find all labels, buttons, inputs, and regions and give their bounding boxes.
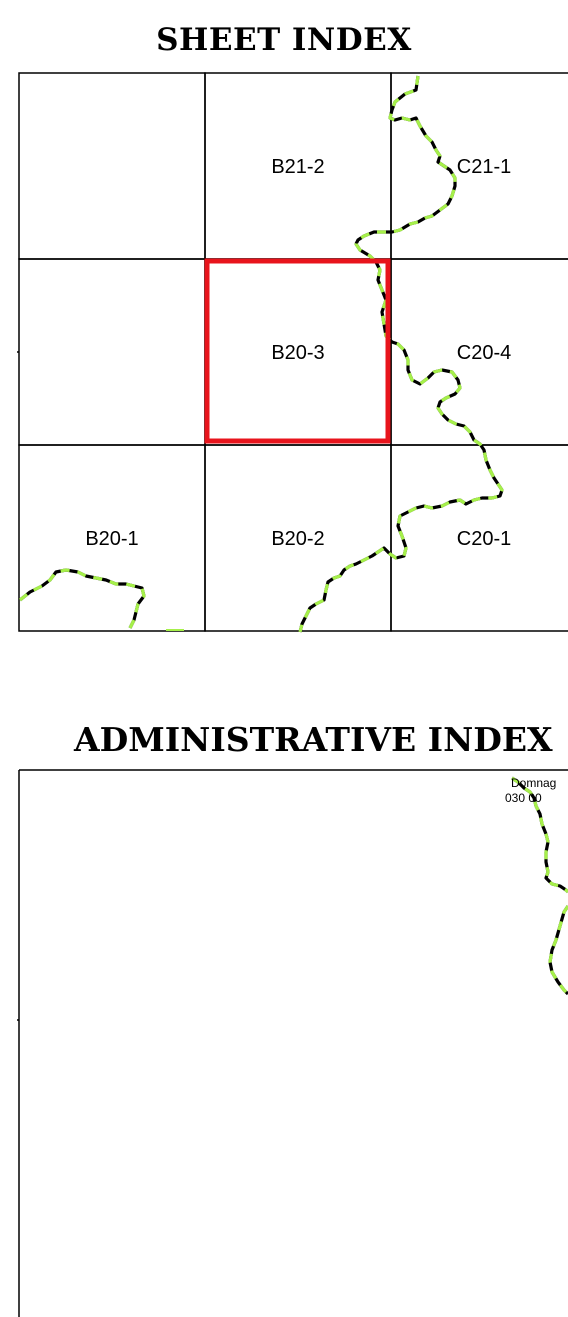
sheet-label-c21-1: C21-1: [457, 156, 511, 178]
boundary-line: [19, 75, 504, 633]
sheet-label-c20-1: C20-1: [457, 528, 511, 550]
sheet-label-b20-2: B20-2: [271, 528, 324, 550]
sheet-cell[interactable]: [18, 72, 206, 260]
sheet-label-b20-3: B20-3: [271, 342, 324, 364]
sheet-label-b21-2: B21-2: [271, 156, 324, 178]
admin-area-name: Domnag: [511, 776, 556, 790]
sheet-label-c20-4: C20-4: [457, 342, 511, 364]
admin-boundary-line: [511, 776, 568, 996]
sheet-index-title: SHEET INDEX: [156, 22, 412, 58]
admin-area-code: 030 00: [505, 791, 542, 805]
sheet-cell[interactable]: [18, 258, 206, 446]
administrative-index-title: ADMINISTRATIVE INDEX: [74, 720, 553, 759]
selected-sheet-highlight: [204, 258, 391, 444]
sheet-label-b20-1: B20-1: [85, 528, 138, 550]
